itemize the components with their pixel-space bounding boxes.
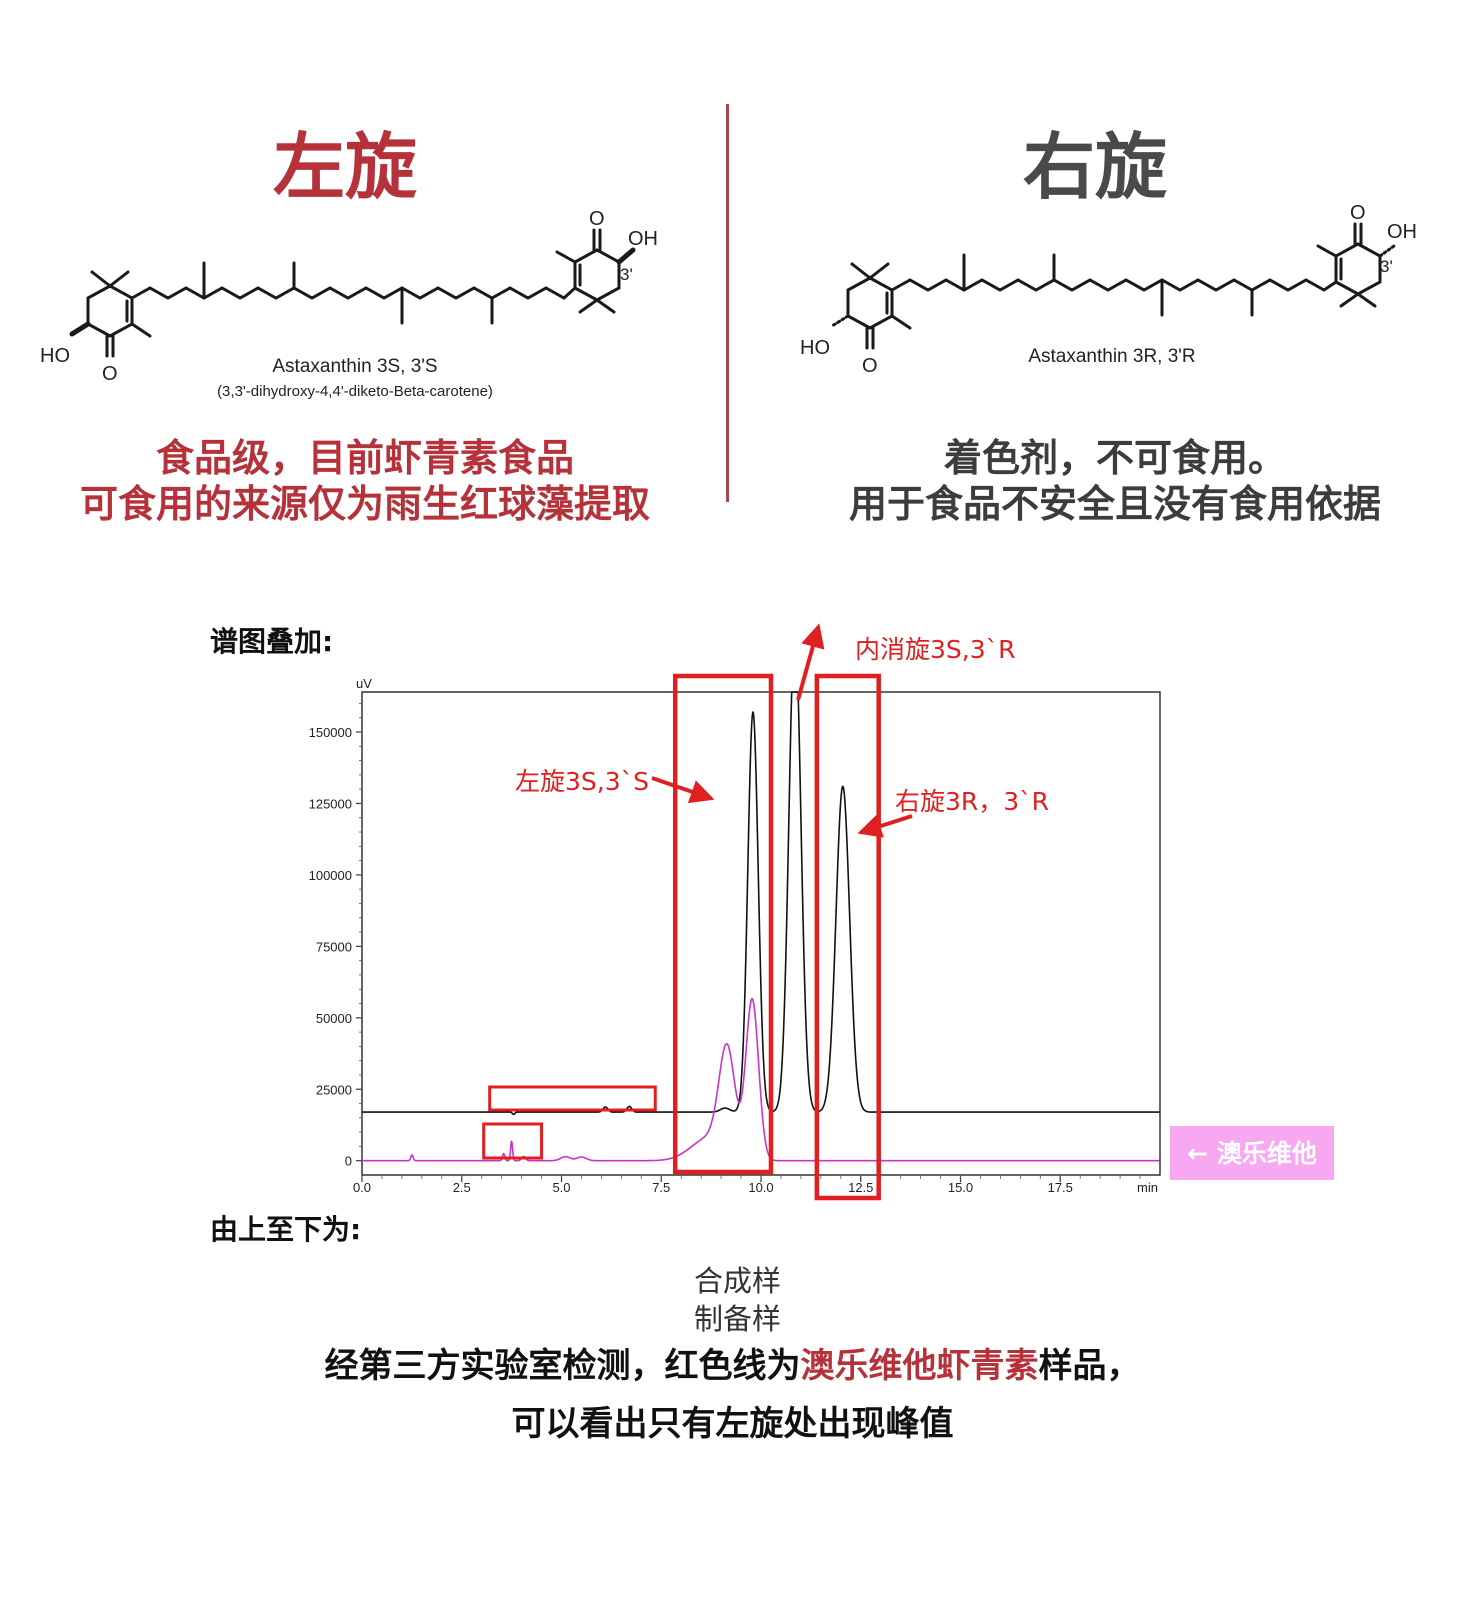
- right-o-label: O: [862, 355, 878, 377]
- series-line-prepared: [361, 997, 1160, 1162]
- summary-line-1: 经第三方实验室检测，红色线为澳乐维他虾青素样品，: [100, 1338, 1365, 1387]
- sample-name-synthetic: 合成样: [693, 1264, 781, 1298]
- y-tick-label: 100000: [309, 868, 352, 883]
- box-minor-peaks-synthetic: [488, 1085, 657, 1112]
- chart-traces: [361, 691, 1160, 1162]
- right-ho-label: HO: [800, 337, 830, 359]
- sample-names: 合成样 制备样: [600, 1262, 875, 1338]
- box-minor-peaks-prepared: [482, 1122, 544, 1160]
- right-oh-label: OH: [1387, 221, 1417, 243]
- y-tick-label: 25000: [316, 1082, 352, 1097]
- x-tick-label: 15.0: [948, 1180, 973, 1195]
- left-title: 左旋: [272, 125, 417, 209]
- sample-name-prepared: 制备样: [693, 1302, 781, 1336]
- left-molecule-chain: [130, 261, 577, 325]
- arrow-levo: [651, 776, 715, 804]
- arrow-dextro: [857, 814, 913, 838]
- summary-suffix: 样品，: [1038, 1346, 1141, 1386]
- x-tick-label: 0.0: [353, 1180, 371, 1195]
- right-o-right-label: O: [1350, 202, 1366, 224]
- right-molecule-chain: [890, 253, 1338, 317]
- box-dextro-window: [814, 673, 881, 1201]
- order-label: 由上至下为:: [210, 1213, 362, 1246]
- annotation-levo: 左旋3S,3`S: [515, 767, 649, 796]
- chromatogram-chart: 0 25000 50000 75000 100000 125000 150000 uV 0.0 2…: [309, 623, 1334, 1201]
- chart-axes: 0 25000 50000 75000 100000 125000 150000 uV 0.0 2…: [309, 676, 1161, 1195]
- x-tick-label: 10.0: [748, 1180, 773, 1195]
- x-tick-label: 7.5: [652, 1180, 670, 1195]
- summary-highlight: 澳乐维他虾青素: [800, 1346, 1039, 1386]
- legend-tag-label: ← 澳乐维他: [1187, 1139, 1317, 1168]
- y-tick-label: 125000: [309, 796, 352, 811]
- box-levo-window: [672, 673, 774, 1175]
- right-caption-line-2: 用于食品不安全且没有食用依据: [848, 482, 1381, 526]
- right-molecule-right-ring: [1316, 222, 1396, 308]
- left-caption-line-1: 食品级，目前虾青素食品: [155, 436, 574, 480]
- x-axis-unit: min: [1137, 1180, 1158, 1195]
- x-tick-label: 17.5: [1048, 1180, 1073, 1195]
- summary-line-2: 可以看出只有左旋处出现峰值: [511, 1404, 954, 1444]
- left-o-right-label: O: [589, 208, 605, 230]
- left-molecule-right-ring: [555, 228, 636, 314]
- annotation-dextro: 右旋3R，3`R: [895, 787, 1049, 816]
- left-caption-line-2: 可食用的来源仅为雨生红球藻提取: [79, 482, 650, 526]
- y-tick-label: 0: [345, 1154, 352, 1169]
- x-tick-label: 2.5: [453, 1180, 471, 1195]
- legend-tag-box: [1170, 1126, 1334, 1180]
- left-pos-label: 3': [620, 265, 633, 284]
- left-oh-label: OH: [628, 228, 658, 250]
- left-o-label: O: [102, 363, 118, 385]
- right-title: 右旋: [1022, 125, 1167, 209]
- right-molecule-name: Astaxanthin 3R, 3'R: [1028, 346, 1195, 367]
- y-tick-label: 75000: [316, 939, 352, 954]
- right-pos-label: 3': [1380, 257, 1393, 276]
- chart-annotations: 左旋3S,3`S 右旋3R，3`R 内消旋3S,3`R ← 澳乐维他: [482, 623, 1334, 1201]
- left-molecule-left-ring: [69, 270, 152, 358]
- chart-section-label: 谱图叠加:: [210, 625, 334, 658]
- left-molecule-name: Astaxanthin 3S, 3'S: [272, 356, 437, 377]
- arrow-meso: [796, 623, 825, 701]
- y-axis-unit: uV: [356, 676, 372, 691]
- section-divider: [726, 104, 729, 502]
- series-line-synthetic: [361, 691, 1160, 1116]
- molecule-structures: HO O O OH 3' Astaxanthin 3S, 3'S (3,3'-d…: [40, 202, 1417, 400]
- y-tick-label: 150000: [309, 725, 352, 740]
- x-tick-label: 12.5: [848, 1180, 873, 1195]
- left-ho-label: HO: [40, 345, 70, 367]
- left-molecule-subname: (3,3'-dihydroxy-4,4'-diketo-Beta-caroten…: [217, 383, 493, 400]
- summary-prefix: 经第三方实验室检测，红色线为: [324, 1346, 801, 1386]
- annotation-meso: 内消旋3S,3`R: [855, 635, 1016, 664]
- x-tick-label: 5.0: [552, 1180, 570, 1195]
- y-tick-label: 50000: [316, 1011, 352, 1026]
- right-molecule-left-ring: [830, 262, 912, 350]
- right-caption-line-1: 着色剂，不可食用。: [943, 436, 1286, 480]
